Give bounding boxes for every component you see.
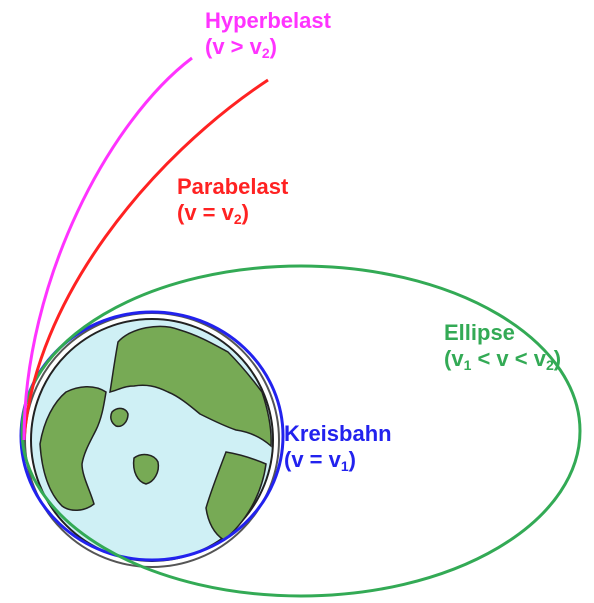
parabola-name: Parabelast <box>177 174 289 199</box>
earth <box>24 312 280 568</box>
land-mass-left <box>39 386 107 511</box>
ellipse-name: Ellipse <box>444 320 515 345</box>
parabola-condition: (v = v2) <box>177 200 249 227</box>
elliptical-orbit <box>20 264 582 598</box>
land-mass-top <box>109 325 272 448</box>
hyperbola-condition: (v > v2) <box>205 34 277 61</box>
ellipse-condition: (v1 < v < v2) <box>444 346 562 373</box>
parabola-label: Parabelast (v = v2) <box>177 174 288 232</box>
parabolic-path <box>22 78 269 441</box>
hyperbola-label: Hyperbelast (v > v2) <box>205 8 331 66</box>
circle-condition: (v = v1) <box>284 447 356 474</box>
hyperbola-name: Hyperbelast <box>205 8 331 33</box>
land-mass-center <box>110 407 129 428</box>
hyperbolic-path <box>22 56 193 441</box>
ellipse-label: Ellipse (v1 < v < v2) <box>444 320 561 378</box>
circle-label: Kreisbahn (v = v1) <box>284 421 392 479</box>
land-mass-island <box>132 453 160 485</box>
circle-name: Kreisbahn <box>284 421 392 446</box>
